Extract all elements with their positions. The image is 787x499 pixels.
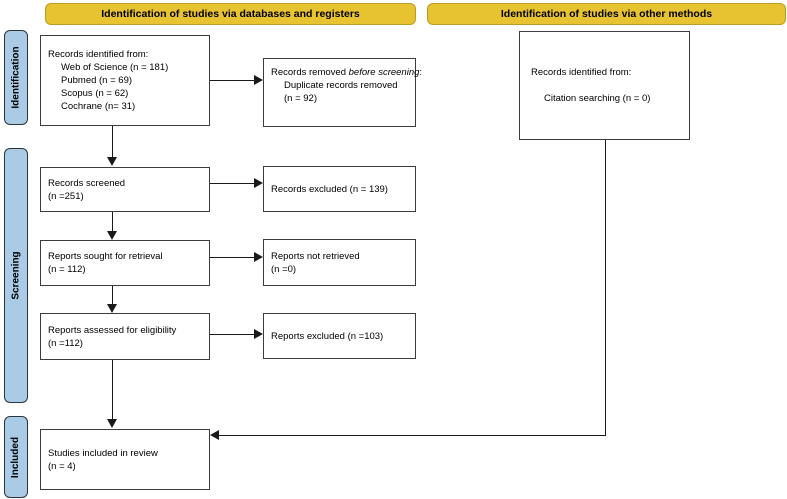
spacer <box>531 79 683 92</box>
arrow-other-methods-to-included-line <box>219 435 606 436</box>
box-count: (n = 4) <box>48 460 76 472</box>
arrow-assessed-to-included-line <box>112 360 113 419</box>
header-other-methods: Identification of studies via other meth… <box>427 3 786 25</box>
box-reports-not-retrieved: Reports not retrieved (n =0) <box>263 239 416 286</box>
box-count: (n =251) <box>48 190 84 202</box>
arrow-screened-to-excluded-line <box>210 183 254 184</box>
box-title: Records identified from: <box>531 67 632 78</box>
stage-identification-label: Identification <box>10 46 22 109</box>
box-records-identified: Records identified from: Web of Science … <box>40 35 210 126</box>
box-title: Reports assessed for eligibility <box>48 324 177 336</box>
box-count: (n =112) <box>48 337 83 349</box>
stage-included: Included <box>4 416 28 498</box>
header-databases-registers: Identification of studies via databases … <box>45 3 416 25</box>
arrow-assessed-to-included-head <box>107 419 117 428</box>
removed-italic: before screening <box>348 67 420 78</box>
source-web-of-science: Web of Science (n = 181) <box>61 62 169 73</box>
box-title: Records removed before screening: <box>271 66 422 79</box>
removed-suffix: : <box>419 67 423 78</box>
stage-included-label: Included <box>10 436 22 478</box>
box-title: Studies included in review <box>48 447 158 459</box>
box-studies-included: Studies included in review (n = 4) <box>40 429 210 490</box>
arrow-sought-to-assessed-head <box>107 304 117 313</box>
box-reports-excluded: Reports excluded (n =103) <box>263 313 416 359</box>
arrow-sought-to-not-retrieved-head <box>254 252 263 262</box>
source-scopus: Scopus (n = 62) <box>61 88 129 99</box>
box-title: Reports sought for retrieval <box>48 251 163 262</box>
arrow-other-methods-to-included-head <box>210 430 219 440</box>
arrow-identified-to-screened-line <box>112 126 113 157</box>
arrow-assessed-to-reports-excluded-line <box>210 334 254 335</box>
arrow-other-methods-vertical-line <box>605 140 606 436</box>
stage-identification: Identification <box>4 30 28 125</box>
box-title: Reports not retrieved <box>271 250 360 262</box>
arrow-screened-to-excluded-head <box>254 178 263 188</box>
stage-screening: Screening <box>4 148 28 403</box>
arrow-identified-to-removed-line <box>210 80 254 81</box>
box-reports-assessed: Reports assessed for eligibility (n =112… <box>40 313 210 360</box>
box-title: Records screened <box>48 177 126 189</box>
removed-count: (n = 92) <box>284 93 318 104</box>
arrow-screened-to-sought-head <box>107 231 117 240</box>
arrow-screened-to-sought-line <box>112 212 113 231</box>
removed-detail: Duplicate records removed <box>284 80 398 91</box>
arrow-assessed-to-reports-excluded-head <box>254 329 263 339</box>
stage-screening-label: Screening <box>10 251 22 300</box>
arrow-sought-to-assessed-line <box>112 286 113 304</box>
box-records-excluded: Records excluded (n = 139) <box>263 166 416 212</box>
source-cochrane: Cochrane (n= 31) <box>61 101 136 112</box>
box-records-screened: Records screened (n =251) <box>40 167 210 212</box>
box-count: (n =0) <box>271 263 297 275</box>
box-count: (n = 112) <box>48 264 86 275</box>
box-records-removed: Records removed before screening: Duplic… <box>263 58 422 127</box>
box-other-records-identified: Records identified from: Citation search… <box>519 31 690 140</box>
source-pubmed: Pubmed (n = 69) <box>61 75 133 86</box>
box-title: Reports excluded (n =103) <box>271 330 384 342</box>
arrow-identified-to-screened-head <box>107 157 117 166</box>
removed-prefix: Records removed <box>271 67 349 78</box>
arrow-identified-to-removed-head <box>254 75 263 85</box>
box-title: Records excluded (n = 139) <box>271 183 388 195</box>
box-title: Records identified from: <box>48 49 149 60</box>
box-reports-sought: Reports sought for retrieval (n = 112) <box>40 240 210 286</box>
citation-searching: Citation searching (n = 0) <box>544 93 651 104</box>
arrow-sought-to-not-retrieved-line <box>210 257 254 258</box>
